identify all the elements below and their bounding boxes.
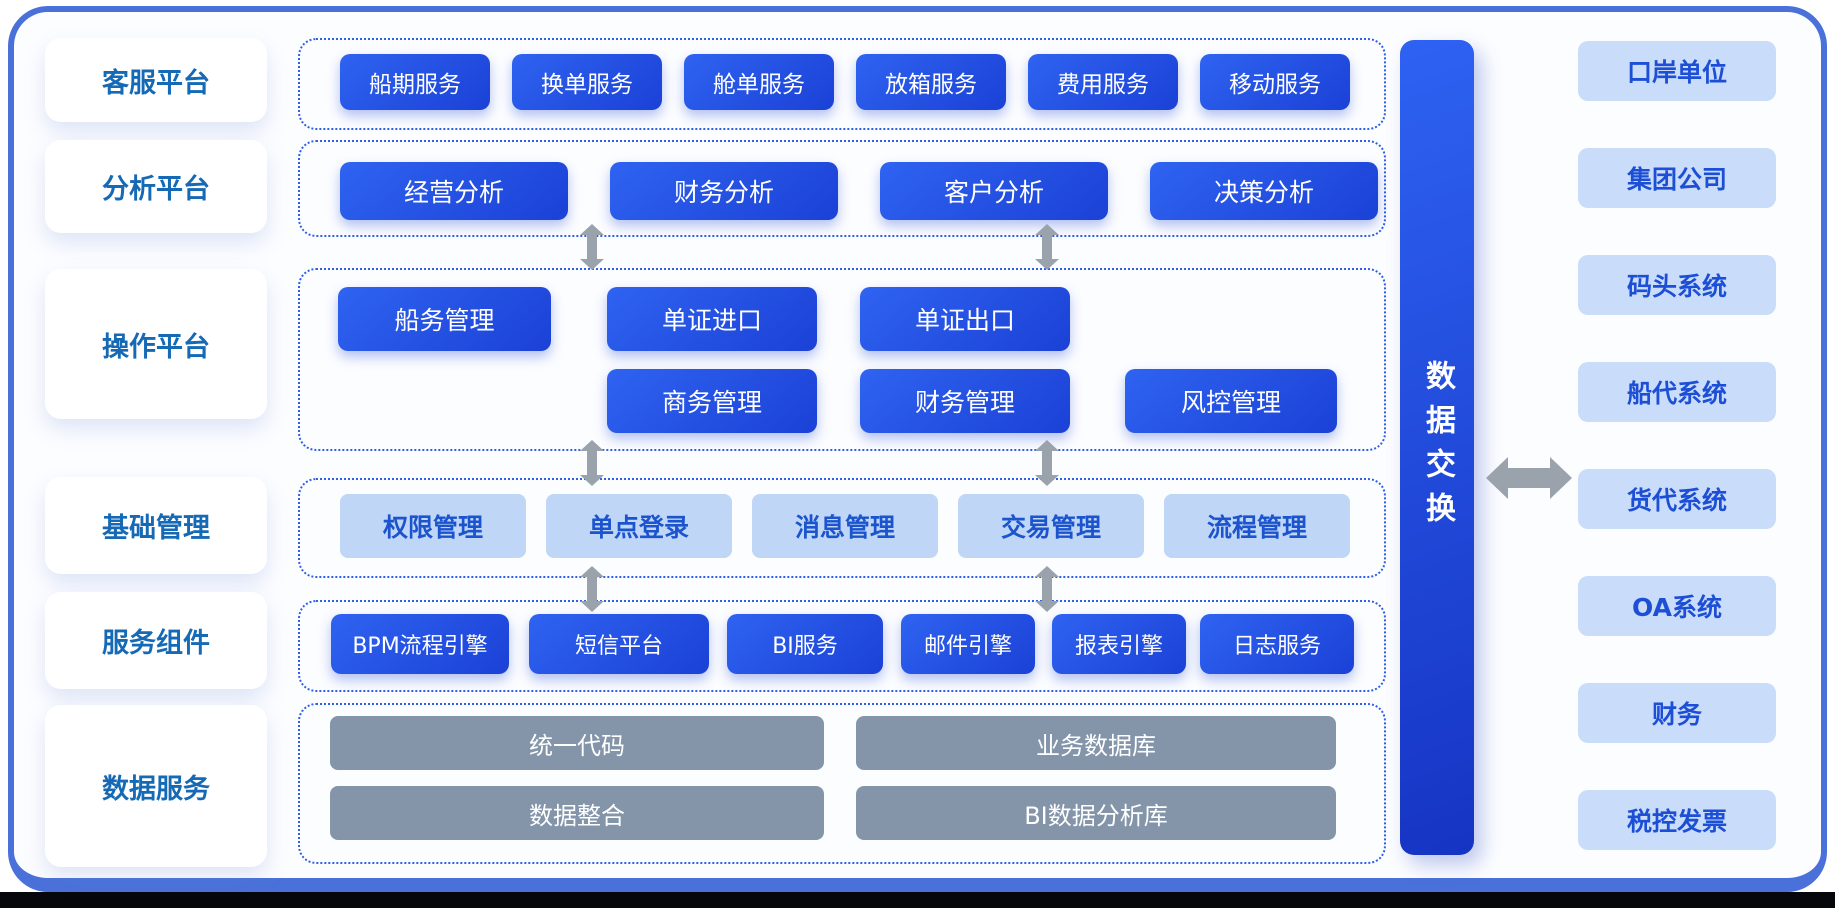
customer-service-node: 放箱服务 xyxy=(856,54,1006,110)
platform-label-service-components: 服务组件 xyxy=(45,592,267,689)
bidirectional-arrow-icon xyxy=(580,440,604,486)
external-system-node: 货代系统 xyxy=(1578,469,1776,529)
customer-service-node: 舱单服务 xyxy=(684,54,834,110)
component-node: 报表引擎 xyxy=(1052,614,1186,674)
data-node: 数据整合 xyxy=(330,786,824,840)
analysis-node: 决策分析 xyxy=(1150,162,1378,220)
customer-service-node: 换单服务 xyxy=(512,54,662,110)
component-node: 短信平台 xyxy=(529,614,709,674)
external-system-node: 税控发票 xyxy=(1578,790,1776,850)
customer-service-node: 费用服务 xyxy=(1028,54,1178,110)
base-mgmt-node: 消息管理 xyxy=(752,494,938,558)
operation-node: 单证出口 xyxy=(860,287,1070,351)
operation-node: 船务管理 xyxy=(338,287,551,351)
data-node: 业务数据库 xyxy=(856,716,1336,770)
service-components-group xyxy=(298,600,1386,692)
bidirectional-arrow-icon xyxy=(580,566,604,612)
external-system-node: 船代系统 xyxy=(1578,362,1776,422)
data-services-group xyxy=(298,703,1386,864)
analysis-node: 客户分析 xyxy=(880,162,1108,220)
base-mgmt-node: 流程管理 xyxy=(1164,494,1350,558)
base-mgmt-node: 交易管理 xyxy=(958,494,1144,558)
analysis-node: 经营分析 xyxy=(340,162,568,220)
external-system-node: 口岸单位 xyxy=(1578,41,1776,101)
base-mgmt-node: 权限管理 xyxy=(340,494,526,558)
customer-service-group xyxy=(298,38,1386,130)
data-node: 统一代码 xyxy=(330,716,824,770)
external-system-node: 码头系统 xyxy=(1578,255,1776,315)
bidirectional-arrow-icon xyxy=(1035,566,1059,612)
data-exchange-arrow-icon xyxy=(1486,457,1572,499)
analysis-node: 财务分析 xyxy=(610,162,838,220)
platform-label-operation: 操作平台 xyxy=(45,269,267,419)
component-node: BI服务 xyxy=(727,614,883,674)
operation-node: 单证进口 xyxy=(607,287,817,351)
component-node: BPM流程引擎 xyxy=(331,614,509,674)
data-node: BI数据分析库 xyxy=(856,786,1336,840)
operation-node: 商务管理 xyxy=(607,369,817,433)
data-exchange-bar: 数据交换 xyxy=(1400,40,1474,855)
base-management-group xyxy=(298,478,1386,578)
platform-label-data-services: 数据服务 xyxy=(45,705,267,867)
platform-label-analysis: 分析平台 xyxy=(45,140,267,233)
external-system-node: 集团公司 xyxy=(1578,148,1776,208)
bidirectional-arrow-icon xyxy=(1035,440,1059,486)
bidirectional-arrow-icon xyxy=(1035,224,1059,270)
external-system-node: 财务 xyxy=(1578,683,1776,743)
external-system-node: OA系统 xyxy=(1578,576,1776,636)
platform-label-customer-service: 客服平台 xyxy=(45,38,267,122)
base-mgmt-node: 单点登录 xyxy=(546,494,732,558)
customer-service-node: 船期服务 xyxy=(340,54,490,110)
operation-node: 财务管理 xyxy=(860,369,1070,433)
bottom-letterbox xyxy=(0,892,1835,908)
operation-group xyxy=(298,268,1386,451)
bidirectional-arrow-icon xyxy=(580,224,604,270)
customer-service-node: 移动服务 xyxy=(1200,54,1350,110)
platform-label-base-management: 基础管理 xyxy=(45,477,267,574)
analysis-group xyxy=(298,140,1386,237)
data-exchange-label: 数据交换 xyxy=(1420,359,1455,536)
component-node: 日志服务 xyxy=(1200,614,1354,674)
component-node: 邮件引擎 xyxy=(901,614,1035,674)
operation-node: 风控管理 xyxy=(1125,369,1337,433)
